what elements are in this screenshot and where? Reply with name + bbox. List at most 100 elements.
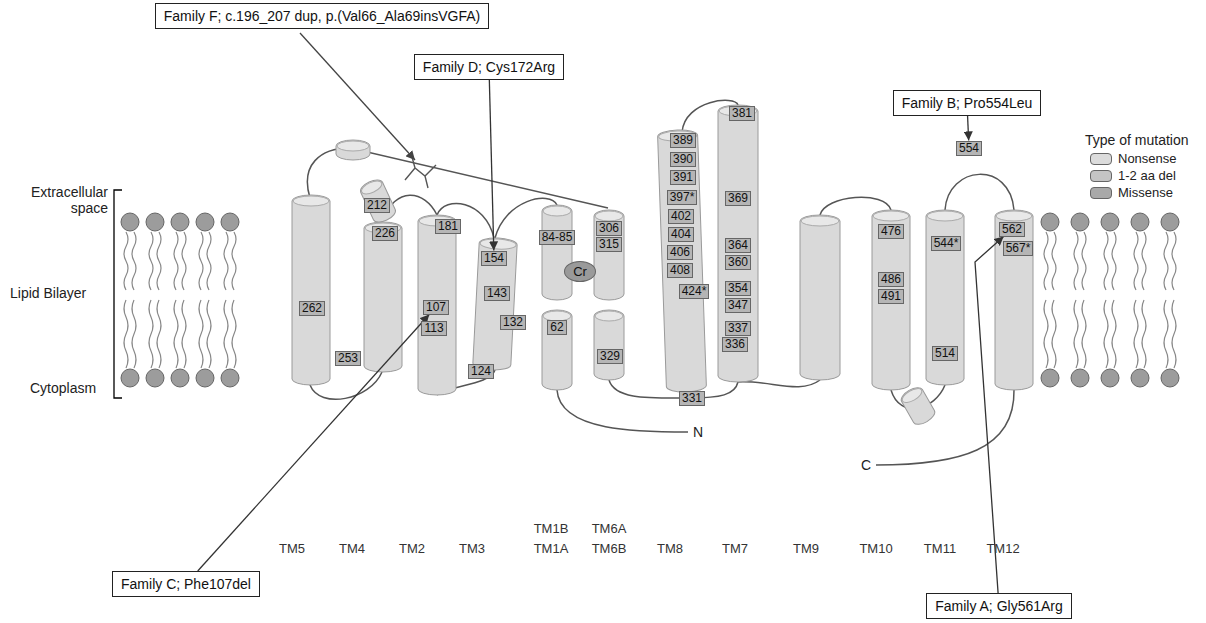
residue-marker: 554 bbox=[956, 141, 982, 156]
substrate-ellipse: Cr bbox=[564, 261, 596, 282]
node-text: 181 bbox=[438, 219, 458, 233]
helix-cap bbox=[293, 196, 329, 206]
helix-cylinder bbox=[358, 177, 398, 225]
helix-cap bbox=[543, 206, 571, 216]
node-text: 331 bbox=[682, 391, 702, 405]
helix-cylinder bbox=[926, 210, 964, 385]
node-text: 336 bbox=[725, 337, 745, 351]
helix-body bbox=[718, 105, 758, 382]
node-text: 354 bbox=[728, 281, 748, 295]
residue-marker: 389 bbox=[670, 133, 696, 148]
lipid-tail bbox=[182, 232, 186, 290]
residue-marker: 347 bbox=[725, 298, 751, 313]
helix-cap bbox=[337, 141, 369, 151]
node-text: 306 bbox=[599, 221, 619, 235]
region-label: Extracellular space bbox=[8, 184, 108, 216]
residue-marker: 390 bbox=[670, 152, 696, 167]
callout-box: Family D; Cys172Arg bbox=[414, 54, 564, 80]
node-text: 544* bbox=[934, 236, 959, 250]
helix-cylinder bbox=[594, 210, 624, 300]
helix-label: TM9 bbox=[793, 541, 819, 556]
lipid-tail bbox=[1112, 300, 1116, 368]
pointer-arrow bbox=[198, 315, 430, 572]
helix-cylinder bbox=[800, 215, 840, 380]
lipid-tail bbox=[1164, 300, 1168, 368]
pointer-arrow bbox=[975, 237, 1004, 594]
residue-marker: 364 bbox=[725, 238, 751, 253]
helix-label: TM10 bbox=[859, 541, 892, 556]
lipid-head bbox=[1101, 213, 1119, 231]
node-text: 62 bbox=[550, 320, 563, 334]
helix-cylinder bbox=[292, 195, 330, 385]
node-text: 315 bbox=[599, 237, 619, 251]
residue-marker: 476 bbox=[878, 224, 904, 239]
legend-swatch bbox=[1090, 170, 1112, 182]
lipid-tail bbox=[1052, 300, 1056, 368]
legend-row: 1-2 aa del bbox=[1090, 168, 1176, 183]
lipid-head bbox=[1131, 213, 1149, 231]
helix-body bbox=[542, 310, 572, 390]
lipid-tail bbox=[1082, 300, 1086, 368]
helix-body bbox=[594, 210, 624, 300]
node-text: Family D; Cys172Arg bbox=[423, 59, 555, 75]
lipid-tail bbox=[132, 232, 136, 290]
lipid-head bbox=[146, 213, 164, 231]
residue-marker: 253 bbox=[335, 351, 361, 366]
legend-row: Missense bbox=[1090, 185, 1173, 200]
node-text: 143 bbox=[487, 286, 507, 300]
helix-body bbox=[594, 310, 624, 380]
pointer-arrow bbox=[968, 116, 969, 141]
lipid-tail bbox=[1142, 232, 1146, 290]
residue-marker: 544* bbox=[931, 236, 962, 251]
node-text: 514 bbox=[935, 346, 955, 360]
residue-marker: 226 bbox=[372, 226, 398, 241]
lipid-head bbox=[121, 369, 139, 387]
helix-cylinder bbox=[336, 140, 370, 160]
lipid-tail bbox=[157, 232, 161, 290]
lipid-tail bbox=[1142, 300, 1146, 368]
helix-body bbox=[926, 210, 964, 385]
lipid-head bbox=[221, 213, 239, 231]
helix-label: TM3 bbox=[459, 541, 485, 556]
region-bracket bbox=[114, 190, 122, 398]
callout-box: Family F; c.196_207 dup, p.(Val66_Ala69i… bbox=[155, 3, 489, 29]
legend-text: Nonsense bbox=[1118, 151, 1177, 166]
legend-swatch bbox=[1090, 153, 1112, 165]
node-text: 389 bbox=[673, 133, 693, 147]
node-text: Family B; Pro554Leu bbox=[902, 95, 1033, 111]
node-text: 253 bbox=[338, 351, 358, 365]
node-text: 226 bbox=[375, 226, 395, 240]
node-text: 369 bbox=[728, 191, 748, 205]
loop-line bbox=[945, 174, 1014, 210]
lipid-head bbox=[171, 369, 189, 387]
node-text: Family F; c.196_207 dup, p.(Val66_Ala69i… bbox=[164, 8, 480, 24]
node-text: 360 bbox=[728, 255, 748, 269]
lipid-tail bbox=[174, 232, 178, 290]
node-text: 364 bbox=[728, 238, 748, 252]
node-text: 124 bbox=[471, 364, 491, 378]
lipid-tail bbox=[132, 300, 136, 368]
legend-swatch bbox=[1090, 187, 1112, 199]
helix-label: TM7 bbox=[722, 541, 748, 556]
lipid-head bbox=[1041, 369, 1059, 387]
node-text: Cr bbox=[573, 264, 587, 279]
helix-cap bbox=[595, 211, 623, 221]
residue-marker: 406 bbox=[667, 245, 693, 260]
residue-marker: 402 bbox=[668, 209, 694, 224]
lipid-head bbox=[1131, 369, 1149, 387]
lipid-tail bbox=[1044, 300, 1048, 368]
helix-cap bbox=[801, 216, 839, 226]
node-text: Family A; Gly561Arg bbox=[935, 598, 1063, 614]
helix-cylinder bbox=[542, 310, 572, 390]
helix-cap bbox=[360, 178, 384, 196]
residue-marker: 486 bbox=[878, 272, 904, 287]
legend-title: Type of mutation bbox=[1085, 132, 1189, 148]
node-text: 337 bbox=[728, 321, 748, 335]
lipid-tail bbox=[1082, 232, 1086, 290]
lipid-head bbox=[146, 369, 164, 387]
node-text: 391 bbox=[673, 170, 693, 184]
loop-line bbox=[876, 390, 1014, 465]
residue-marker: 154 bbox=[481, 251, 507, 266]
helix-cylinder bbox=[418, 215, 456, 395]
helix-body bbox=[418, 215, 456, 395]
